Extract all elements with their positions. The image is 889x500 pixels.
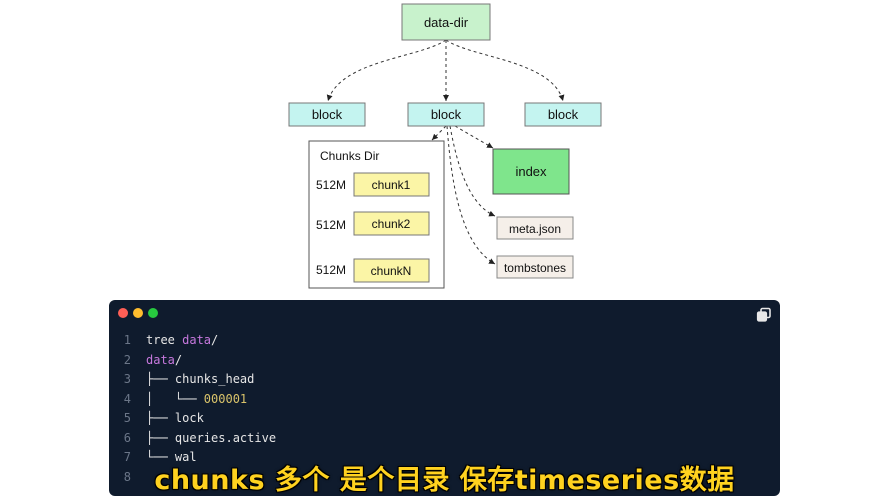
code-line: 5├── lock bbox=[123, 411, 204, 425]
edge-block-index bbox=[454, 125, 494, 149]
code-line: 7└── wal bbox=[123, 450, 197, 464]
code-line: 6├── queries.active bbox=[123, 430, 277, 445]
chunks-dir-title: Chunks Dir bbox=[320, 149, 379, 163]
video-subtitle: chunks 多个 是个目录 保存timeseries数据 bbox=[154, 465, 735, 496]
index-node: index bbox=[492, 148, 570, 195]
svg-text:512M: 512M bbox=[316, 218, 346, 232]
svg-text:tombstones: tombstones bbox=[504, 261, 566, 275]
svg-text:meta.json: meta.json bbox=[509, 222, 561, 236]
block-node-3: block bbox=[524, 102, 602, 127]
tombstones-node: tombstones bbox=[496, 255, 574, 279]
edge-block-chunksdir bbox=[431, 125, 447, 141]
chunk-row-3: 512M chunkN bbox=[316, 258, 430, 283]
edge-block-tombstones bbox=[446, 125, 496, 265]
svg-text:data-dir: data-dir bbox=[424, 15, 469, 30]
block-structure-diagram: data-dir block block block Chunks Dir 51… bbox=[288, 3, 602, 289]
root-node: data-dir bbox=[401, 3, 491, 41]
code-line: 3├── chunks_head bbox=[123, 372, 255, 386]
window-controls bbox=[118, 308, 158, 318]
meta-json-node: meta.json bbox=[496, 216, 574, 240]
code-line: 8 bbox=[123, 469, 131, 484]
edge-block-meta bbox=[449, 125, 496, 217]
svg-text:512M: 512M bbox=[316, 263, 346, 277]
chunk-row-1: 512M chunk1 bbox=[316, 172, 430, 197]
svg-text:block: block bbox=[431, 107, 462, 122]
close-dot-icon[interactable] bbox=[118, 308, 128, 318]
block-node-1: block bbox=[288, 102, 366, 127]
copy-icon[interactable] bbox=[756, 307, 772, 323]
svg-text:chunkN: chunkN bbox=[371, 264, 412, 278]
block-node-2: block bbox=[407, 102, 485, 127]
chunk-row-2: 512M chunk2 bbox=[316, 211, 430, 236]
maximize-dot-icon[interactable] bbox=[148, 308, 158, 318]
edge-root-block3 bbox=[445, 39, 565, 102]
svg-text:chunk1: chunk1 bbox=[372, 178, 411, 192]
svg-text:chunk2: chunk2 bbox=[372, 217, 411, 231]
edge-root-block1 bbox=[326, 39, 447, 102]
svg-text:index: index bbox=[515, 164, 547, 179]
svg-text:512M: 512M bbox=[316, 178, 346, 192]
svg-text:block: block bbox=[312, 107, 343, 122]
code-line: 4│ └── 000001 bbox=[123, 391, 248, 406]
minimize-dot-icon[interactable] bbox=[133, 308, 143, 318]
svg-text:block: block bbox=[548, 107, 579, 122]
